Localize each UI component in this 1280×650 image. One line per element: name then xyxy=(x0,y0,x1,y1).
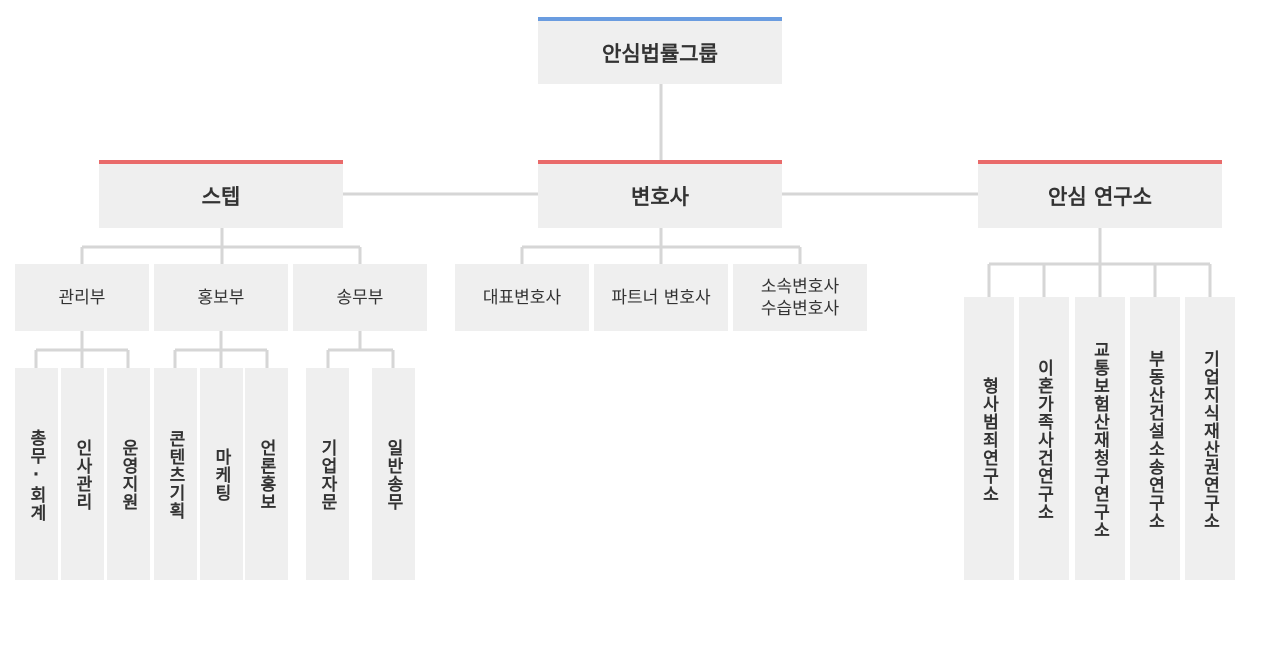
department-litigation: 송무부 xyxy=(293,264,427,331)
department-label: 대표변호사 xyxy=(482,287,562,308)
unit-press: 언론홍보 xyxy=(245,368,288,580)
department-label: 관리부 xyxy=(58,287,106,308)
department-managing-lawyer: 대표변호사 xyxy=(455,264,589,331)
unit-general-affairs: 총무·회계 xyxy=(15,368,58,580)
unit-criminal-institute: 형사범죄연구소 xyxy=(964,297,1014,580)
unit-operations: 운영지원 xyxy=(107,368,150,580)
unit-label: 인사관리 xyxy=(72,439,92,511)
unit-marketing: 마케팅 xyxy=(200,368,243,580)
unit-label: 콘텐츠기획 xyxy=(165,430,185,520)
division-label: 스텝 xyxy=(201,185,241,209)
department-label: 홍보부 xyxy=(197,287,245,308)
unit-label: 기업자문 xyxy=(317,439,337,511)
department-label-line: 소속변호사 xyxy=(760,276,840,297)
unit-hr: 인사관리 xyxy=(61,368,104,580)
root-label: 안심법률그룹 xyxy=(602,41,718,66)
unit-label: 운영지원 xyxy=(118,439,138,511)
division-institute: 안심 연구소 xyxy=(978,160,1222,228)
root-node: 안심법률그룹 xyxy=(538,17,782,84)
unit-label: 마케팅 xyxy=(211,448,231,502)
division-label: 안심 연구소 xyxy=(1048,185,1152,209)
unit-label: 부동산건설소송연구소 xyxy=(1144,349,1165,530)
unit-real-estate-institute: 부동산건설소송연구소 xyxy=(1130,297,1180,580)
division-label: 변호사 xyxy=(631,185,689,209)
unit-label: 기업지식재산권연구소 xyxy=(1199,349,1220,530)
department-admin: 관리부 xyxy=(15,264,149,331)
unit-label: 언론홍보 xyxy=(256,439,276,511)
department-label-line: 수습변호사 xyxy=(760,298,840,319)
department-associate-lawyer: 소속변호사 수습변호사 xyxy=(733,264,867,331)
unit-label: 형사범죄연구소 xyxy=(978,376,999,503)
unit-label: 총무·회계 xyxy=(26,428,46,522)
division-staff: 스텝 xyxy=(99,160,343,228)
department-partner-lawyer: 파트너 변호사 xyxy=(594,264,728,331)
unit-family-institute: 이혼가족사건연구소 xyxy=(1019,297,1069,580)
unit-ip-institute: 기업지식재산권연구소 xyxy=(1185,297,1235,580)
unit-label: 일반송무 xyxy=(383,439,403,511)
department-pr: 홍보부 xyxy=(154,264,288,331)
department-label: 파트너 변호사 xyxy=(611,287,711,308)
unit-content-planning: 콘텐츠기획 xyxy=(154,368,197,580)
unit-traffic-insurance-institute: 교통보험산재청구연구소 xyxy=(1075,297,1125,580)
unit-general-litigation: 일반송무 xyxy=(372,368,415,580)
unit-label: 교통보험산재청구연구소 xyxy=(1089,340,1110,539)
department-label: 송무부 xyxy=(336,287,384,308)
division-lawyers: 변호사 xyxy=(538,160,782,228)
unit-corporate-advisory: 기업자문 xyxy=(306,368,349,580)
unit-label: 이혼가족사건연구소 xyxy=(1033,358,1054,521)
